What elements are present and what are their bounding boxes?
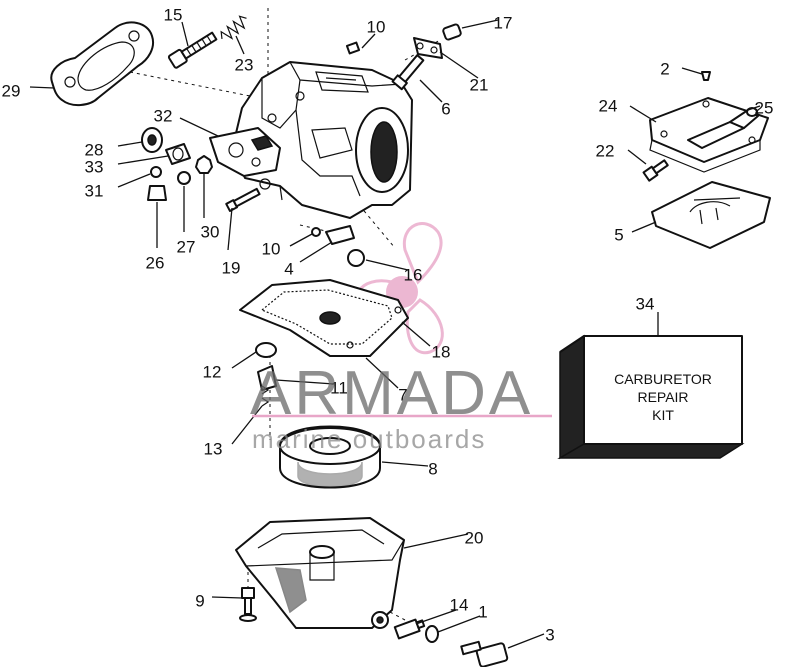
plug-14 (393, 618, 426, 640)
watermark-brand: ARMADA (250, 359, 533, 428)
drain-parts (393, 618, 509, 667)
callout-26: 26 (146, 253, 165, 272)
callout-13: 13 (204, 439, 223, 458)
kit-label-line1: CARBURETOR (614, 371, 712, 387)
nut-33 (165, 143, 191, 165)
plug-10-lower (311, 227, 321, 237)
float-bowl-20 (235, 517, 405, 629)
callout-23: 23 (235, 55, 254, 74)
watermark-tagline: marine outboards (252, 424, 486, 454)
callout-3: 3 (545, 625, 554, 644)
plug-17 (442, 23, 462, 41)
repair-kit-box-34: CARBURETOR REPAIR KIT (557, 334, 745, 460)
screw-15 (167, 31, 218, 69)
carburetor-body (209, 61, 413, 219)
callout-25: 25 (755, 98, 774, 117)
plug-16 (347, 249, 365, 267)
callout-6: 6 (441, 99, 450, 118)
screw-22 (642, 159, 669, 182)
washer-27 (177, 171, 191, 185)
screw-9 (239, 587, 257, 622)
kit-label-line3: KIT (652, 407, 674, 423)
kit-label-line2: REPAIR (637, 389, 688, 405)
small-parts-left (141, 41, 365, 267)
bracket-21 (413, 37, 443, 59)
callout-27: 27 (177, 237, 196, 256)
callout-8: 8 (428, 459, 437, 478)
flange-gasket-29 (50, 21, 154, 106)
callout-19: 19 (222, 258, 241, 277)
callout-5: 5 (614, 225, 623, 244)
callout-31: 31 (85, 181, 104, 200)
screw-2 (701, 71, 711, 81)
callout-14: 14 (450, 595, 469, 614)
screw-26 (147, 185, 167, 201)
gasket-7 (239, 279, 409, 357)
washer-12 (255, 342, 277, 358)
ball-4 (325, 225, 355, 245)
callout-34: 34 (636, 294, 655, 313)
callout-17: 17 (494, 13, 513, 32)
callout-15: 15 (164, 5, 183, 24)
spring-13 (261, 385, 270, 407)
diaphragm-5 (651, 181, 771, 249)
armada-watermark: ARMADA marine outboards (250, 359, 552, 454)
callout-9: 9 (195, 591, 204, 610)
float-8 (279, 425, 381, 489)
callout-32: 32 (154, 106, 173, 125)
callout-1: 1 (478, 602, 487, 621)
callout-29: 29 (2, 81, 21, 100)
callout-30: 30 (201, 222, 220, 241)
pin-6 (391, 54, 425, 91)
propeller-blade-right (405, 298, 444, 355)
callout-33: 33 (85, 157, 104, 176)
callout-10: 10 (367, 17, 386, 36)
needle-11 (257, 365, 277, 391)
needle-assembly (255, 342, 277, 407)
spring-23 (220, 15, 247, 40)
callout-28: 28 (85, 140, 104, 159)
callout-16: 16 (404, 265, 423, 284)
propeller-blade-top (402, 222, 443, 285)
callout-20: 20 (465, 528, 484, 547)
oring-1 (425, 625, 439, 643)
leader-lines (29, 19, 761, 649)
callout-18: 18 (432, 342, 451, 361)
fuel-pump-cover (642, 71, 771, 249)
washer-31 (150, 166, 162, 178)
callout-24: 24 (599, 96, 618, 115)
callout-7: 7 (398, 385, 407, 404)
callout-2: 2 (660, 59, 669, 78)
callout-4: 4 (284, 259, 293, 278)
screw-19 (225, 187, 261, 212)
callout-11: 11 (330, 378, 348, 397)
screw-3 (460, 640, 509, 667)
callout-10: 10 (262, 239, 281, 258)
callout-12: 12 (203, 362, 222, 381)
callout-21: 21 (470, 75, 489, 94)
lockwasher-30 (195, 155, 213, 174)
callout-22: 22 (596, 141, 615, 160)
plug-10-upper (345, 41, 361, 55)
